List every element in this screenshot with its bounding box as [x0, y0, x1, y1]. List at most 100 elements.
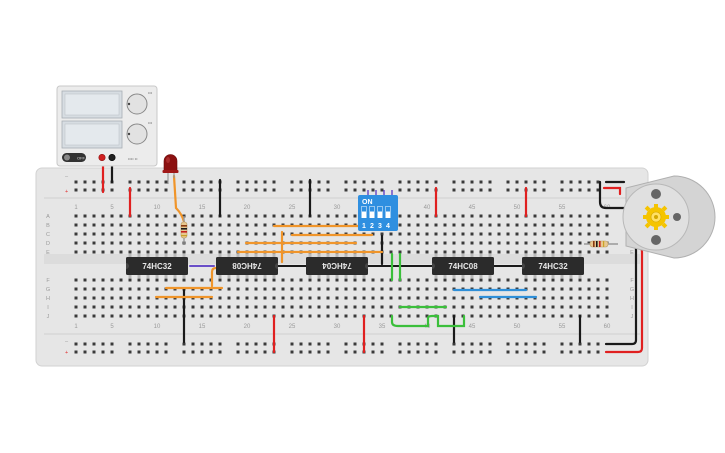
- breadboard-hole[interactable]: [587, 223, 591, 227]
- breadboard-hole[interactable]: [389, 296, 393, 300]
- rail-hole[interactable]: [371, 342, 375, 346]
- breadboard-hole[interactable]: [227, 314, 231, 318]
- breadboard-hole[interactable]: [542, 314, 546, 318]
- breadboard-hole[interactable]: [290, 287, 294, 291]
- wire-motor-red-top[interactable]: [602, 186, 622, 196]
- breadboard-hole[interactable]: [227, 287, 231, 291]
- breadboard-hole[interactable]: [434, 296, 438, 300]
- breadboard-hole[interactable]: [416, 241, 420, 245]
- breadboard-hole[interactable]: [470, 241, 474, 245]
- breadboard-hole[interactable]: [515, 278, 519, 282]
- rail-hole[interactable]: [461, 188, 465, 192]
- breadboard-hole[interactable]: [461, 223, 465, 227]
- rail-hole[interactable]: [74, 350, 78, 354]
- breadboard-hole[interactable]: [425, 296, 429, 300]
- dip-toggle-lever[interactable]: [378, 206, 382, 212]
- rail-hole[interactable]: [146, 188, 150, 192]
- breadboard-hole[interactable]: [578, 250, 582, 254]
- breadboard-hole[interactable]: [209, 232, 213, 236]
- breadboard-hole[interactable]: [200, 232, 204, 236]
- breadboard-hole[interactable]: [425, 314, 429, 318]
- breadboard-hole[interactable]: [119, 305, 123, 309]
- breadboard-hole[interactable]: [578, 232, 582, 236]
- breadboard-hole[interactable]: [605, 287, 609, 291]
- breadboard-hole[interactable]: [596, 250, 600, 254]
- breadboard-hole[interactable]: [596, 296, 600, 300]
- breadboard-hole[interactable]: [533, 287, 537, 291]
- breadboard-hole[interactable]: [263, 278, 267, 282]
- breadboard-hole[interactable]: [191, 241, 195, 245]
- breadboard-hole[interactable]: [191, 250, 195, 254]
- rail-hole[interactable]: [434, 350, 438, 354]
- breadboard-hole[interactable]: [101, 278, 105, 282]
- rail-hole[interactable]: [470, 180, 474, 184]
- breadboard-hole[interactable]: [110, 305, 114, 309]
- resistor-motor[interactable]: [584, 240, 618, 248]
- breadboard-hole[interactable]: [281, 305, 285, 309]
- rail-hole[interactable]: [452, 350, 456, 354]
- rail-hole[interactable]: [470, 342, 474, 346]
- rail-hole[interactable]: [200, 180, 204, 184]
- rail-hole[interactable]: [416, 188, 420, 192]
- breadboard-hole[interactable]: [524, 232, 528, 236]
- breadboard-hole[interactable]: [596, 314, 600, 318]
- breadboard-hole[interactable]: [254, 287, 258, 291]
- breadboard-hole[interactable]: [506, 232, 510, 236]
- breadboard-hole[interactable]: [281, 287, 285, 291]
- breadboard-hole[interactable]: [155, 250, 159, 254]
- rail-hole[interactable]: [569, 180, 573, 184]
- ic-chip[interactable]: 74HC32: [522, 254, 584, 278]
- breadboard-hole[interactable]: [137, 305, 141, 309]
- breadboard-hole[interactable]: [353, 296, 357, 300]
- rail-hole[interactable]: [317, 350, 321, 354]
- breadboard-hole[interactable]: [200, 223, 204, 227]
- breadboard-hole[interactable]: [119, 287, 123, 291]
- breadboard-hole[interactable]: [326, 287, 330, 291]
- breadboard-hole[interactable]: [209, 314, 213, 318]
- breadboard-hole[interactable]: [236, 223, 240, 227]
- breadboard-hole[interactable]: [263, 314, 267, 318]
- breadboard-hole[interactable]: [362, 278, 366, 282]
- rail-hole[interactable]: [155, 342, 159, 346]
- breadboard-hole[interactable]: [317, 314, 321, 318]
- breadboard-hole[interactable]: [272, 305, 276, 309]
- breadboard-hole[interactable]: [308, 278, 312, 282]
- rail-hole[interactable]: [146, 350, 150, 354]
- rail-hole[interactable]: [299, 342, 303, 346]
- breadboard-hole[interactable]: [209, 214, 213, 218]
- rail-hole[interactable]: [596, 342, 600, 346]
- rail-hole[interactable]: [479, 350, 483, 354]
- breadboard-hole[interactable]: [83, 214, 87, 218]
- breadboard-hole[interactable]: [137, 287, 141, 291]
- breadboard-hole[interactable]: [218, 232, 222, 236]
- rail-hole[interactable]: [83, 350, 87, 354]
- breadboard-hole[interactable]: [254, 214, 258, 218]
- breadboard-hole[interactable]: [605, 296, 609, 300]
- rail-hole[interactable]: [209, 180, 213, 184]
- rail-hole[interactable]: [515, 188, 519, 192]
- breadboard-hole[interactable]: [407, 223, 411, 227]
- breadboard-hole[interactable]: [596, 214, 600, 218]
- rail-hole[interactable]: [506, 350, 510, 354]
- rail-hole[interactable]: [398, 342, 402, 346]
- breadboard-hole[interactable]: [461, 250, 465, 254]
- dip-toggle-slot[interactable]: [369, 206, 375, 218]
- rail-hole[interactable]: [470, 188, 474, 192]
- breadboard-hole[interactable]: [587, 314, 591, 318]
- breadboard-hole[interactable]: [434, 241, 438, 245]
- breadboard-hole[interactable]: [119, 314, 123, 318]
- breadboard-hole[interactable]: [74, 305, 78, 309]
- rail-hole[interactable]: [461, 180, 465, 184]
- breadboard-hole[interactable]: [551, 214, 555, 218]
- breadboard-hole[interactable]: [92, 314, 96, 318]
- rail-hole[interactable]: [308, 350, 312, 354]
- breadboard-hole[interactable]: [497, 232, 501, 236]
- rail-hole[interactable]: [578, 180, 582, 184]
- breadboard-hole[interactable]: [83, 241, 87, 245]
- wire-green-4[interactable]: [390, 314, 466, 328]
- breadboard-hole[interactable]: [470, 232, 474, 236]
- rail-hole[interactable]: [236, 188, 240, 192]
- breadboard-hole[interactable]: [218, 278, 222, 282]
- breadboard-hole[interactable]: [542, 305, 546, 309]
- breadboard-hole[interactable]: [452, 296, 456, 300]
